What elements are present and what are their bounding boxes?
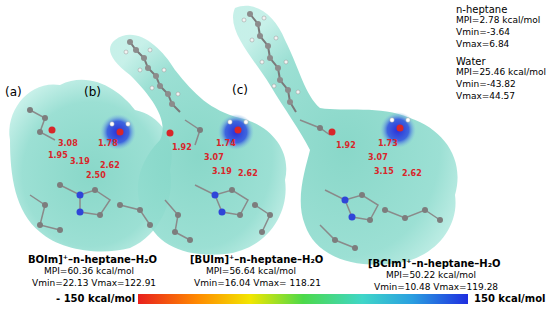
distance-label: 1.92 [172,144,192,153]
caption-text: MPI=50.22 kcal/mol [386,271,476,281]
alkyl-chain [130,42,180,112]
distance-label: 3.19 [212,168,232,177]
distance-label: 2.62 [100,162,120,171]
caption-text: MPI=60.36 kcal/mol [44,267,134,277]
hydrogen-atoms [124,16,300,96]
caption-text: [BUIm]⁺–n-heptane–H₂O [190,254,323,265]
caption-text: Vmin=10.48 Vmax=119.28 [374,283,498,293]
distance-label: 1.92 [336,142,356,151]
info-text: MPI=25.46 kcal/mol [456,68,546,78]
distance-label: 1.73 [378,140,398,149]
scale-label: - 150 kcal/mol [56,293,135,304]
oxygen-atoms [49,125,404,137]
distance-label: 1.74 [216,140,236,149]
scale-label: 150 kcal/mol [474,293,545,304]
water-hydrogens [110,118,410,126]
info-heading: n-heptane [456,4,507,15]
distance-label: 2.62 [402,170,422,179]
info-heading: Water [456,56,486,67]
panel-letter: (b) [84,86,101,99]
distance-label: 3.07 [204,154,224,163]
distance-label: 3.19 [70,158,90,167]
distance-label: 1.78 [98,140,118,149]
alkyl-chain [250,14,296,112]
panel-letter: (c) [232,84,248,97]
info-text: Vmax=44.57 [456,92,515,102]
caption-text: MPI=56.64 kcal/mol [206,267,296,277]
color-scale-bar [138,294,468,304]
molecule-bonds [30,110,440,248]
distance-label: 3.15 [374,168,394,177]
distance-label: 3.08 [58,140,78,149]
esp-surface [233,6,458,265]
caption-text: Vmin=16.04 Vmax= 118.21 [194,279,321,289]
info-text: Vmin=-43.82 [456,80,516,90]
carbon-atoms [27,107,443,251]
chain-atoms [247,11,293,105]
caption-text: [BCIm]⁺–n-heptane–H₂O [368,258,501,269]
caption-text: BOIm]⁺–n-heptane–H₂O [28,254,157,265]
distance-label: 1.95 [48,152,68,161]
chain-atoms [127,39,175,107]
panel-letter: (a) [5,86,22,99]
caption-text: Vmin=22.13 Vmax=122.91 [32,279,156,289]
distance-label: 2.50 [86,172,106,181]
distance-label: 2.62 [238,170,258,179]
info-text: MPI=2.78 kcal/mol [456,16,540,26]
nitrogen-atoms [77,192,356,221]
info-text: Vmax=6.84 [456,40,509,50]
distance-label: 3.07 [368,154,388,163]
info-text: Vmin=-3.64 [456,28,510,38]
